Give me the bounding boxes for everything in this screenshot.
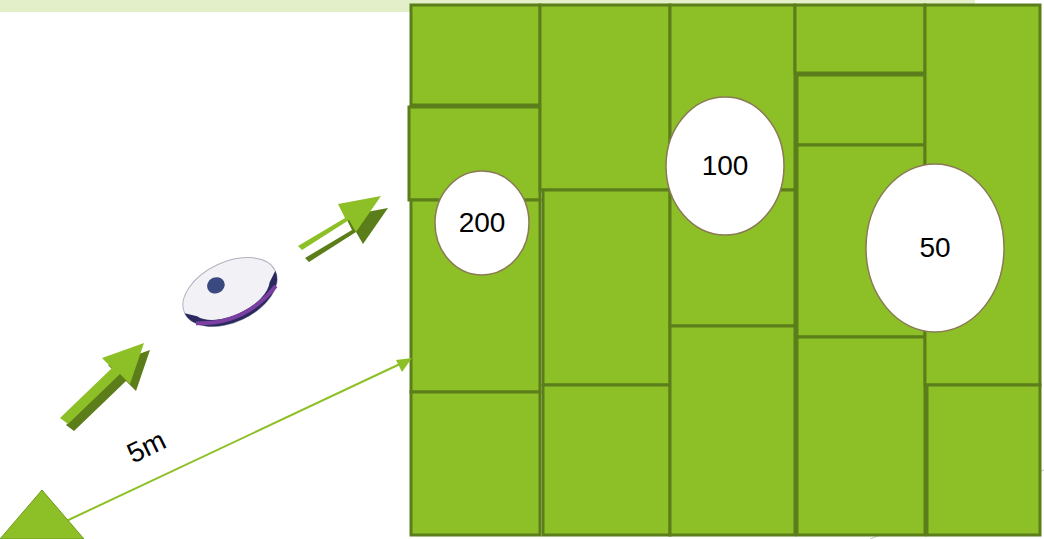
distance-label: 5m bbox=[122, 424, 171, 470]
score-value: 100 bbox=[702, 150, 749, 182]
start-marker bbox=[0, 490, 84, 539]
score-circle: 100 bbox=[665, 96, 785, 236]
score-circle: 50 bbox=[865, 163, 1005, 333]
score-value: 50 bbox=[919, 232, 950, 264]
distance-line bbox=[62, 358, 412, 523]
score-value: 200 bbox=[459, 207, 506, 239]
block-arrow bbox=[298, 196, 388, 262]
target-grid bbox=[409, 5, 1040, 535]
rugby-ball bbox=[172, 244, 288, 341]
block-arrow bbox=[60, 343, 150, 431]
score-circle: 200 bbox=[434, 170, 530, 276]
